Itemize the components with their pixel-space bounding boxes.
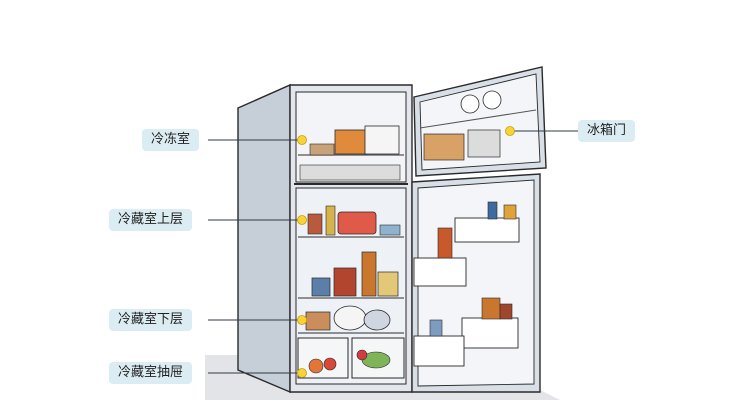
freezer-door — [413, 66, 547, 177]
fridge-upper-shelf — [298, 205, 404, 238]
fridge-lower-label: 冷藏室下层 — [109, 309, 193, 331]
fridge-drawers — [297, 337, 405, 379]
marker-dots — [297, 126, 515, 378]
freezer-door-marker — [505, 126, 515, 136]
fridge-door — [411, 173, 541, 393]
freezer-marker — [297, 135, 307, 145]
freezer-door-label: 冰箱门 — [578, 120, 636, 142]
fridge-upper-marker — [297, 215, 307, 225]
freezer-compartment — [298, 125, 404, 181]
fridge-upper-label: 冷藏室上层 — [109, 209, 193, 231]
fridge-drawer-label: 冷藏室抽屉 — [109, 362, 193, 384]
leader-lines — [208, 130, 578, 374]
fridge-drawer-marker — [297, 368, 307, 378]
fridge-lower-shelf — [298, 305, 404, 334]
fridge-middle-shelf — [298, 251, 404, 299]
fridge-lower-marker — [297, 315, 307, 325]
freezer-label: 冷冻室 — [142, 129, 200, 151]
